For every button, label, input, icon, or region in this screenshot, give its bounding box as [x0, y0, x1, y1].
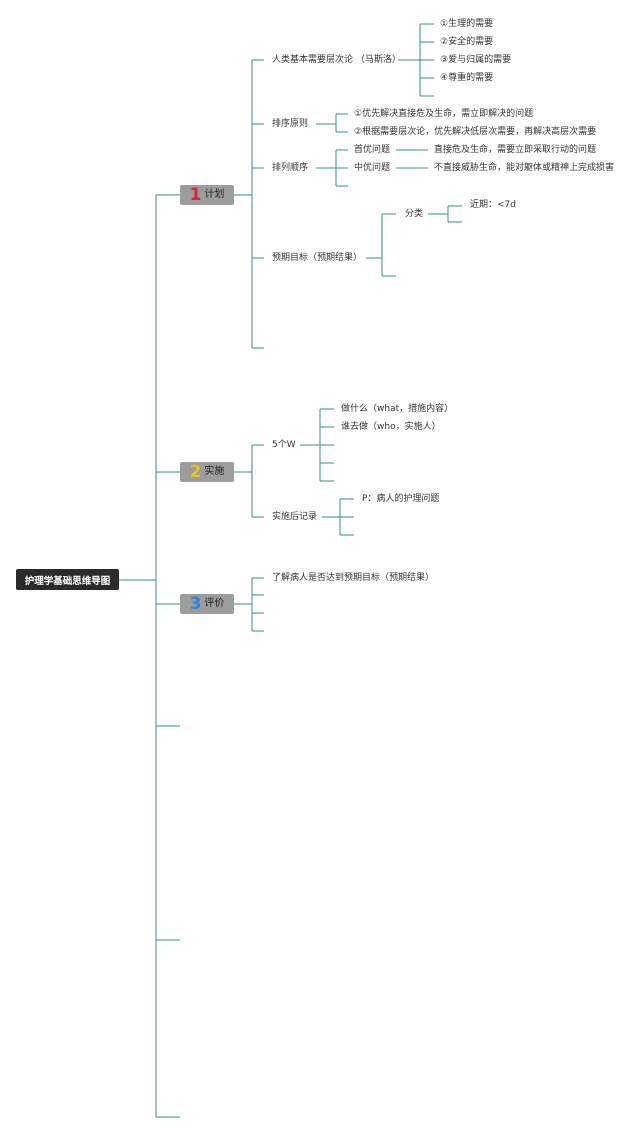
section-label-plan: 计划 — [204, 189, 225, 200]
maslow-node[interactable]: 人类基本需要层次论 （马斯洛） — [272, 55, 401, 65]
section-label-evaluate: 评价 — [204, 598, 225, 609]
order-item-desc[interactable]: 直接危及生命，需要立即采取行动的问题 — [434, 145, 597, 155]
principle-node[interactable]: 排序原则 — [272, 119, 309, 129]
maslow-item[interactable]: ③爱与归属的需要 — [440, 55, 512, 65]
order-item-name[interactable]: 中优问题 — [354, 163, 391, 173]
five-w-item[interactable]: 谁去做（who，实施人） — [341, 422, 441, 432]
order-node[interactable]: 排列顺序 — [272, 163, 309, 173]
goal-node[interactable]: 预期目标（预期结果） — [272, 253, 363, 263]
order-item-desc[interactable]: 不直接威胁生命，能对躯体或精神上完成损害 — [434, 163, 615, 173]
section-evaluate-node[interactable]: 3 评价 — [180, 594, 234, 614]
section-plan-node[interactable]: 1 计划 — [180, 185, 234, 205]
principle-item[interactable]: ①优先解决直接危及生命，需立即解决的问题 — [354, 109, 534, 119]
root-label: 护理学基础思维导图 — [24, 575, 111, 587]
order-item-name[interactable]: 首优问题 — [354, 145, 391, 155]
five-w-item[interactable]: 做什么（what，措施内容） — [341, 404, 454, 414]
maslow-item[interactable]: ②安全的需要 — [440, 37, 494, 47]
record-item[interactable]: P：病人的护理问题 — [362, 494, 440, 504]
section-implement-node[interactable]: 2 实施 — [180, 462, 234, 482]
section-number-3: 3 — [189, 594, 202, 614]
five-w-node[interactable]: 5个W — [272, 440, 296, 450]
maslow-item[interactable]: ①生理的需要 — [440, 19, 494, 29]
record-node[interactable]: 实施后记录 — [272, 512, 318, 522]
section-number-1: 1 — [189, 185, 202, 205]
section-number-2: 2 — [189, 462, 202, 482]
maslow-item[interactable]: ④尊重的需要 — [440, 73, 494, 83]
evaluate-item[interactable]: 了解病人是否达到预期目标（预期结果） — [272, 573, 435, 583]
goal-category-node[interactable]: 分类 — [405, 209, 424, 219]
section-label-implement: 实施 — [204, 466, 225, 477]
goal-near-term[interactable]: 近期：<7d — [470, 200, 516, 210]
root-node[interactable]: 护理学基础思维导图 — [16, 569, 119, 590]
principle-item[interactable]: ②根据需要层次论，优先解决低层次需要，再解决高层次需要 — [354, 127, 597, 137]
